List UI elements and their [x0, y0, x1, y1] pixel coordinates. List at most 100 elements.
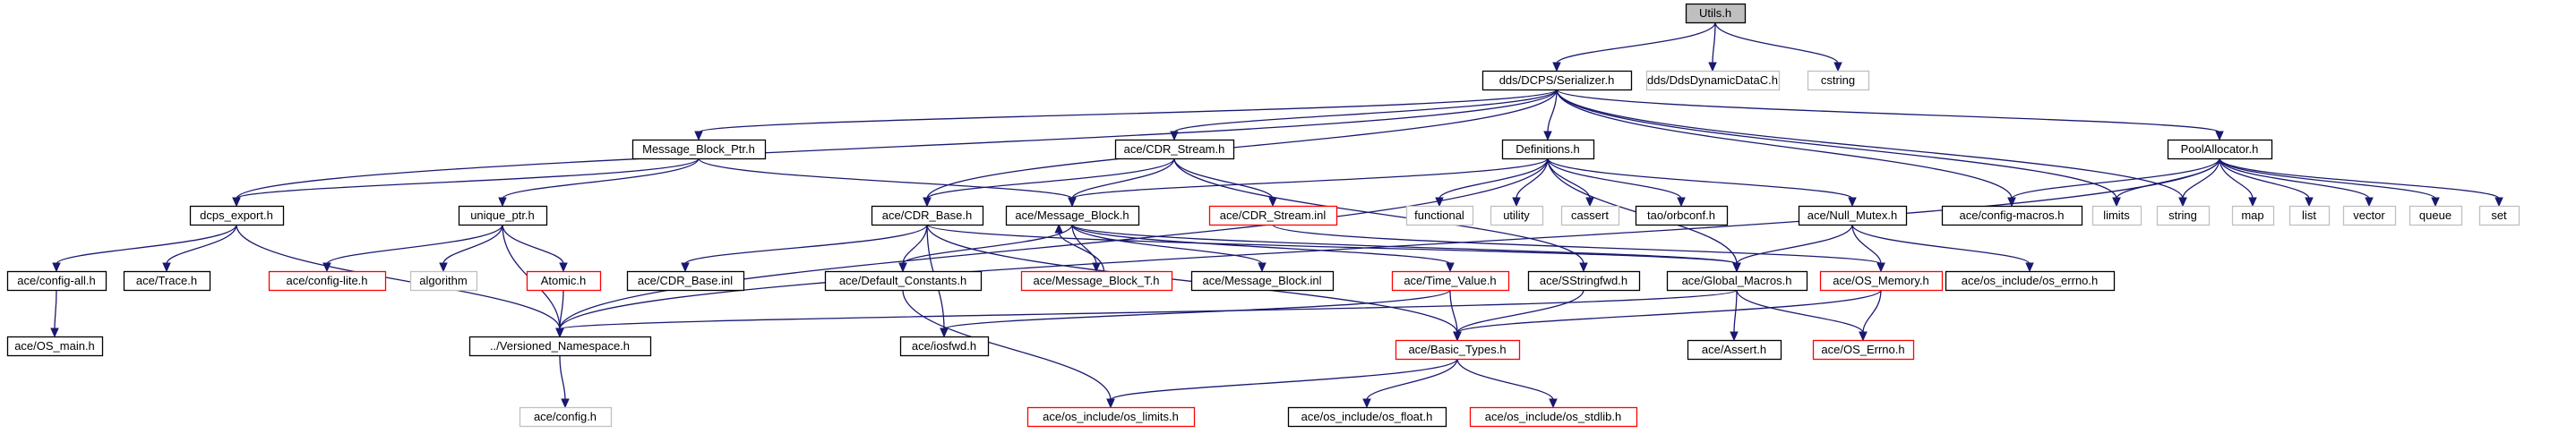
node-label: ace/Global_Macros.h: [1682, 274, 1792, 287]
node-box: [1190, 270, 1335, 292]
node-label: ace/config-all.h: [17, 274, 95, 287]
node-dcpsexport[interactable]: dcps_export.h: [189, 205, 285, 226]
edge-definitions-to-nullmutex: [1547, 157, 1857, 208]
node-mbt[interactable]: ace/Message_Block_T.h: [1020, 270, 1173, 292]
node-cdrbase[interactable]: ace/CDR_Base.h: [871, 205, 984, 226]
node-box: [1114, 139, 1235, 160]
node-iosfwd[interactable]: ace/iosfwd.h: [899, 336, 990, 357]
node-uniqueptr[interactable]: unique_ptr.h: [458, 205, 548, 226]
node-vector: vector: [2342, 205, 2397, 226]
edge-serializer-to-mbptr: [694, 89, 1558, 141]
node-label: ace/Default_Constants.h: [839, 274, 966, 287]
node-label: map: [2241, 208, 2263, 222]
edge-configall-to-osmain: [50, 289, 59, 338]
edge-osmemory-to-OSerrno: [1859, 289, 1882, 342]
node-osfloat[interactable]: ace/os_include/os_float.h: [1287, 406, 1447, 428]
node-box: [1560, 205, 1620, 226]
node-trace[interactable]: ace/Trace.h: [123, 270, 211, 292]
node-defconst[interactable]: ace/Default_Constants.h: [824, 270, 983, 292]
node-box: [1527, 270, 1641, 292]
edge-nullmutex-to-osmemory: [1851, 224, 1885, 273]
node-configlite[interactable]: ace/config-lite.h: [268, 270, 387, 292]
node-map: map: [2231, 205, 2275, 226]
node-osmemory[interactable]: ace/OS_Memory.h: [1819, 270, 1944, 292]
edge-mbptr-to-msgblock: [698, 157, 1077, 208]
node-label: list: [2302, 208, 2316, 222]
node-limits: limits: [2091, 205, 2142, 226]
edge-mbptr-to-uniqueptr: [498, 157, 700, 208]
edge-nullmutex-to-oserrno: [1851, 224, 2034, 273]
node-box: [1501, 139, 1595, 160]
node-oslimits[interactable]: ace/os_include/os_limits.h: [1026, 406, 1196, 428]
node-label: limits: [2103, 208, 2130, 222]
node-cdrbaseinl[interactable]: ace/CDR_Base.inl: [626, 270, 745, 292]
node-utils[interactable]: Utils.h: [1685, 3, 1747, 24]
node-box: [1666, 270, 1808, 292]
node-definitions[interactable]: Definitions.h: [1501, 139, 1595, 160]
node-mbinl[interactable]: ace/Message_Block.inl: [1190, 270, 1335, 292]
node-label: PoolAllocator.h: [2181, 142, 2259, 156]
node-box: [2167, 139, 2273, 160]
edge-serializer-to-configmacros: [1556, 89, 2016, 208]
node-osstdlib[interactable]: ace/os_include/os_stdlib.h: [1469, 406, 1638, 428]
node-orbconf[interactable]: tao/orbconf.h: [1635, 205, 1729, 226]
node-label: utility: [1503, 208, 1530, 222]
node-configall[interactable]: ace/config-all.h: [6, 270, 107, 292]
node-box: [6, 270, 107, 292]
node-box: [2231, 205, 2275, 226]
node-msgblock[interactable]: ace/Message_Block.h: [1005, 205, 1140, 226]
node-box: [1798, 205, 1908, 226]
node-box: [631, 139, 767, 160]
node-cdrstream[interactable]: ace/CDR_Stream.h: [1114, 139, 1235, 160]
node-label: ace/Assert.h: [1702, 343, 1766, 356]
node-timevalue[interactable]: ace/Time_Value.h: [1391, 270, 1510, 292]
node-label: dds/DdsDynamicDataC.h: [1647, 73, 1778, 87]
node-box: [1287, 406, 1447, 428]
node-label: ace/CDR_Stream.inl: [1220, 208, 1327, 222]
node-osmain[interactable]: ace/OS_main.h: [6, 336, 104, 357]
edge-sstringfwd-to-basictypes: [1453, 289, 1584, 342]
node-poolalloc[interactable]: PoolAllocator.h: [2167, 139, 2273, 160]
node-cstring: cstring: [1807, 70, 1870, 91]
edge-msgblock-to-mbinl: [1071, 224, 1267, 273]
edge-mbptr-to-dcpsexport: [232, 157, 700, 208]
node-box: [1645, 70, 1781, 91]
node-label: Atomic.h: [541, 274, 587, 287]
node-assert[interactable]: ace/Assert.h: [1687, 339, 1782, 361]
node-mbptr[interactable]: Message_Block_Ptr.h: [631, 139, 767, 160]
node-atomic[interactable]: Atomic.h: [526, 270, 602, 292]
node-nullmutex[interactable]: ace/Null_Mutex.h: [1798, 205, 1908, 226]
edge-basictypes-to-oslimits: [1106, 358, 1458, 409]
edge-msgblock-to-mbt: [1071, 224, 1101, 273]
edge-serializer-to-dcpsexport: [232, 89, 1558, 208]
edge-definitions-to-orbconf: [1547, 157, 1686, 208]
node-cdrstreaminl[interactable]: ace/CDR_Stream.inl: [1208, 205, 1338, 226]
edge-poolalloc-to-configmacros: [2007, 157, 2220, 208]
node-box: [1687, 339, 1782, 361]
node-serializer[interactable]: dds/DCPS/Serializer.h: [1481, 70, 1633, 91]
node-list: list: [2288, 205, 2331, 226]
node-string: string: [2156, 205, 2211, 226]
node-configmacros[interactable]: ace/config-macros.h: [1941, 205, 2083, 226]
node-label: ace/iosfwd.h: [912, 339, 976, 353]
node-sstringfwd[interactable]: ace/SStringfwd.h: [1527, 270, 1641, 292]
node-globalmacros[interactable]: ace/Global_Macros.h: [1666, 270, 1808, 292]
node-label: ace/Basic_Types.h: [1408, 343, 1506, 356]
edge-cdrstream-to-sstringfwd: [1173, 157, 1588, 273]
node-oserrno[interactable]: ace/os_include/os_errno.h: [1945, 270, 2116, 292]
edge-uniqueptr-to-atomic: [502, 224, 568, 273]
node-label: Utils.h: [1699, 6, 1731, 20]
node-versioned[interactable]: ../Versioned_Namespace.h: [468, 336, 652, 357]
node-basictypes[interactable]: ace/Basic_Types.h: [1395, 339, 1521, 361]
edge-cdrstream-to-msgblock: [1068, 157, 1175, 208]
edge-msgblock-to-timevalue: [1071, 224, 1455, 273]
node-box: [1807, 70, 1870, 91]
edge-cdrbase-to-cdrbaseinl: [681, 224, 928, 273]
node-box: [409, 270, 478, 292]
edges-layer: [50, 21, 2503, 409]
edge-dcpsexport-to-configall: [52, 224, 237, 273]
node-box: [519, 406, 613, 428]
node-algorithm: algorithm: [409, 270, 478, 292]
edge-poolalloc-to-set: [2219, 157, 2503, 208]
node-OSerrno[interactable]: ace/OS_Errno.h: [1812, 339, 1915, 361]
